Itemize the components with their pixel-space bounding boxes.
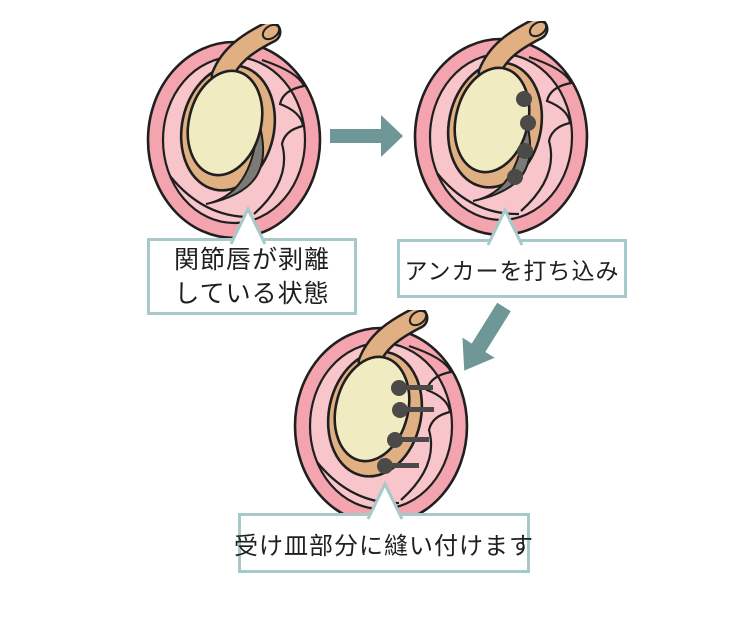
callout-anchors-inserted: アンカーを打ち込み — [397, 239, 627, 298]
suture-stitches — [377, 380, 434, 474]
anchors-inserted-diagram — [407, 21, 607, 241]
callout-text: 関節唇が剥離 — [173, 245, 330, 274]
callout-pointer — [486, 207, 524, 246]
arrow-down-left-icon — [462, 302, 511, 371]
callout-text: 受け皿部分に縫い付けます — [234, 532, 534, 560]
arrow-right-icon — [330, 115, 403, 157]
labrum-sutured-diagram — [287, 310, 487, 530]
anchor-dots — [507, 91, 536, 185]
callout-pointer — [366, 481, 404, 520]
callout-pointer — [229, 206, 267, 245]
callout-text: アンカーを打ち込み — [404, 257, 620, 284]
callout-labrum-detached: 関節唇が剥離 している状態 — [147, 238, 357, 315]
callout-text: している状態 — [174, 279, 330, 308]
callout-labrum-sutured: 受け皿部分に縫い付けます — [234, 513, 533, 573]
